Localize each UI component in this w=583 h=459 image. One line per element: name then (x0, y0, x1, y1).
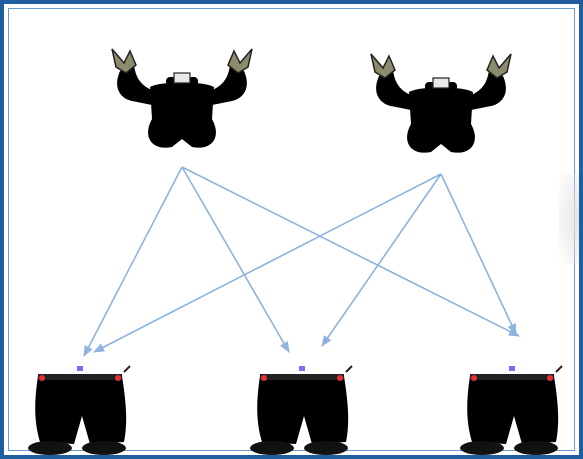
pants-green-icon (27, 365, 131, 455)
arrow-top-blue-to-pants-purple (440, 173, 517, 336)
top-blue-icon (370, 53, 512, 154)
pants-yellow-icon (249, 365, 353, 455)
top-red-icon (111, 48, 253, 149)
arrow-top-blue-to-pants-green (93, 173, 442, 353)
bottoms-layer (27, 365, 563, 455)
arrow-top-red-to-pants-green (83, 166, 183, 357)
arrow-top-blue-to-pants-yellow (321, 173, 442, 347)
arrow-top-red-to-pants-yellow (181, 166, 290, 353)
glare-decoration (559, 174, 579, 264)
pants-purple-icon (459, 365, 563, 455)
outfit-combinations-diagram (27, 48, 563, 455)
tops-layer (111, 48, 512, 154)
arrow-top-red-to-pants-purple (181, 166, 521, 337)
arrows-layer (83, 166, 521, 357)
